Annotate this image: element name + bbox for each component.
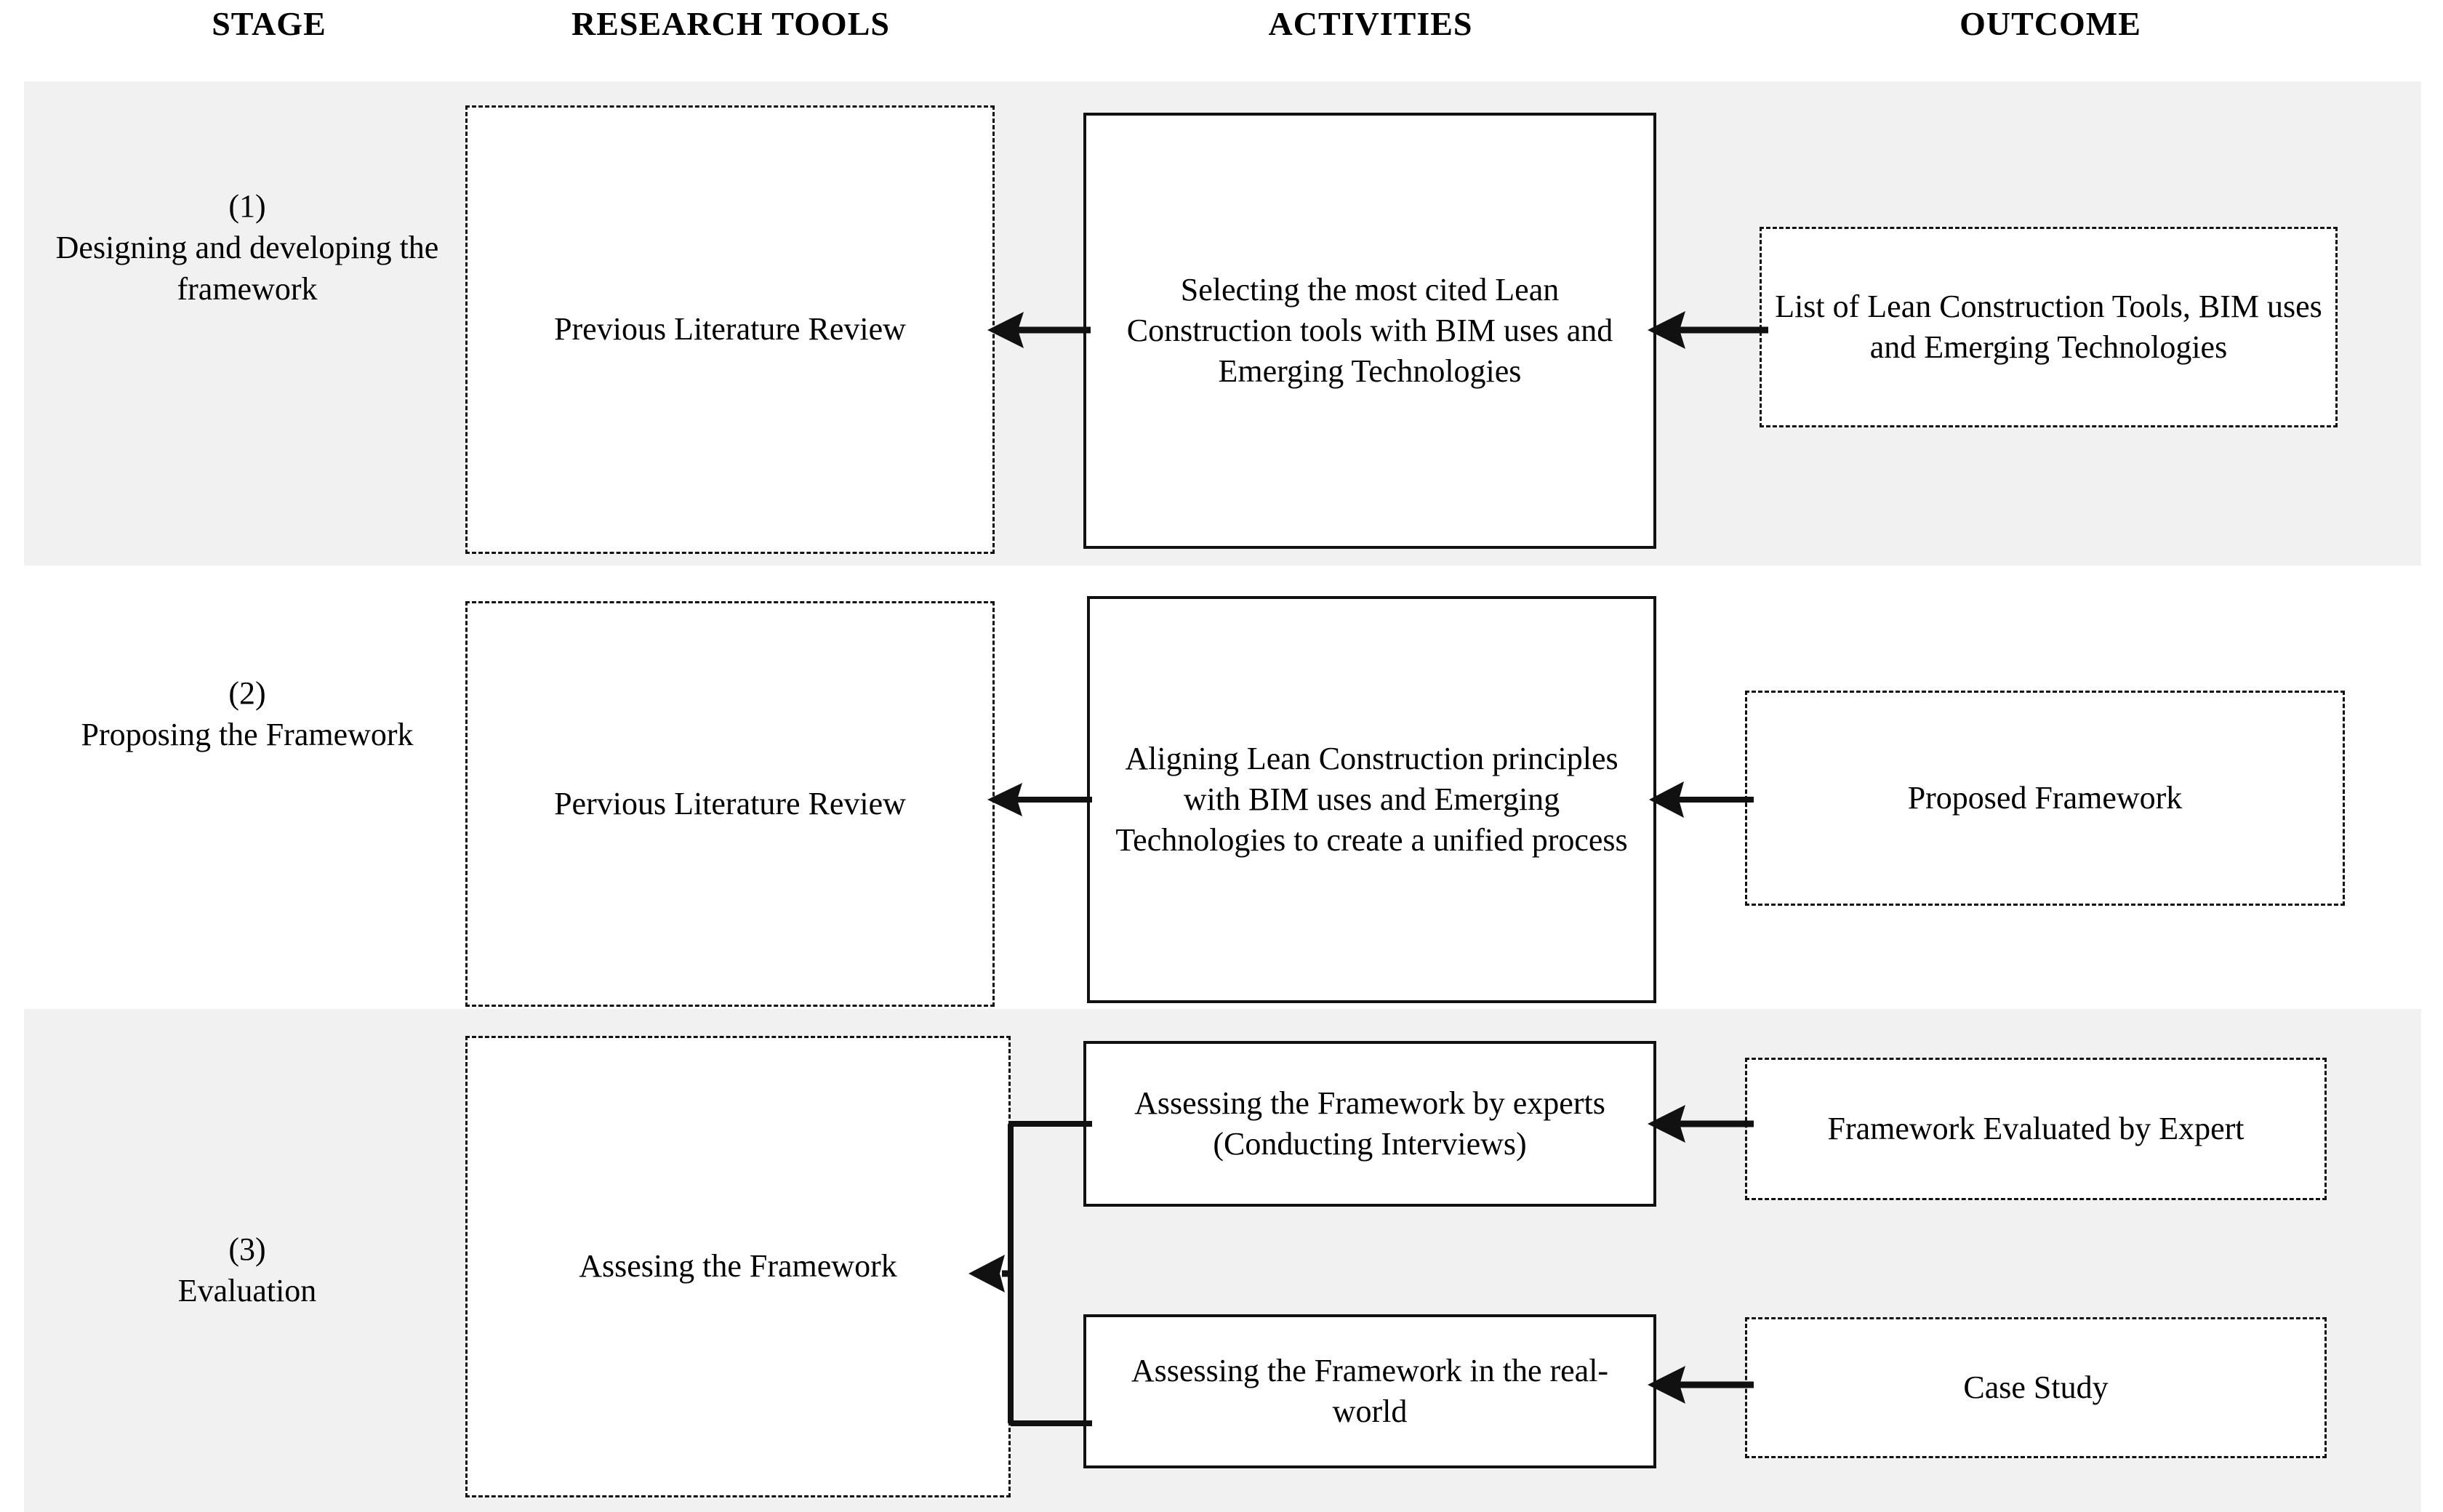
arrow-activity2-to-tool2 [983, 778, 1092, 821]
arrow-outcome3b-to-activity3b [1645, 1363, 1754, 1407]
research-tool-label-2: Pervious Literature Review [554, 785, 906, 821]
stage-number-1: (1) [228, 188, 266, 224]
activity-label-1: Selecting the most cited Lean Constructi… [1126, 271, 1613, 390]
column-header-outcome: OUTCOME [1959, 5, 2141, 42]
arrow-outcome1-to-activity1 [1645, 308, 1768, 352]
activity-box-stage-1[interactable]: Selecting the most cited Lean Constructi… [1083, 113, 1656, 549]
column-header-activities: ACTIVITIES [1268, 5, 1473, 42]
stage-label-2: (2) Proposing the Framework [44, 672, 451, 755]
stage-name-3: Evaluation [177, 1273, 317, 1309]
arrow-outcome3a-to-activity3a [1645, 1102, 1754, 1146]
stage-name-2: Proposing the Framework [81, 717, 414, 753]
stage-name-1: Designing and developing the framework [55, 230, 439, 307]
research-tool-box-stage-3[interactable]: Assesing the Framework [465, 1036, 1011, 1497]
arrow-activity1-to-tool1 [983, 308, 1091, 352]
research-tool-label-3: Assesing the Framework [579, 1248, 897, 1284]
activity-box-stage-2[interactable]: Aligning Lean Construction principles wi… [1087, 596, 1656, 1003]
stage-number-3: (3) [228, 1231, 266, 1267]
outcome-label-3a: Framework Evaluated by Expert [1827, 1110, 2245, 1146]
outcome-box-stage-3-case-study[interactable]: Case Study [1745, 1317, 2327, 1458]
outcome-box-stage-3-expert[interactable]: Framework Evaluated by Expert [1745, 1058, 2327, 1200]
arrow-outcome2-to-activity2 [1645, 778, 1754, 821]
outcome-label-1: List of Lean Construction Tools, BIM use… [1775, 288, 2322, 365]
activity-label-3a: Assessing the Framework by experts (Cond… [1134, 1085, 1605, 1162]
outcome-box-stage-2[interactable]: Proposed Framework [1745, 691, 2345, 906]
research-tool-box-stage-2[interactable]: Pervious Literature Review [465, 601, 995, 1007]
research-tool-box-stage-1[interactable]: Previous Literature Review [465, 105, 995, 554]
activity-box-stage-3-real-world[interactable]: Assessing the Framework in the real-worl… [1083, 1314, 1656, 1468]
research-tool-label-1: Previous Literature Review [554, 311, 906, 347]
outcome-label-3b: Case Study [1963, 1369, 2109, 1405]
stage-label-3: (3) Evaluation [44, 1228, 451, 1311]
stage-number-2: (2) [228, 675, 266, 711]
activity-box-stage-3-experts[interactable]: Assessing the Framework by experts (Cond… [1083, 1041, 1656, 1207]
activity-label-3b: Assessing the Framework in the real-worl… [1131, 1352, 1609, 1429]
outcome-label-2: Proposed Framework [1907, 779, 2183, 816]
column-header-research-tools: RESEARCH TOOLS [571, 5, 890, 42]
activity-label-2: Aligning Lean Construction principles wi… [1115, 740, 1628, 858]
outcome-box-stage-1[interactable]: List of Lean Construction Tools, BIM use… [1760, 227, 2338, 427]
arrow-activities3-merge-to-tool3 [967, 1105, 1098, 1468]
column-header-stage: STAGE [212, 5, 326, 42]
stage-label-1: (1) Designing and developing the framewo… [44, 185, 451, 310]
